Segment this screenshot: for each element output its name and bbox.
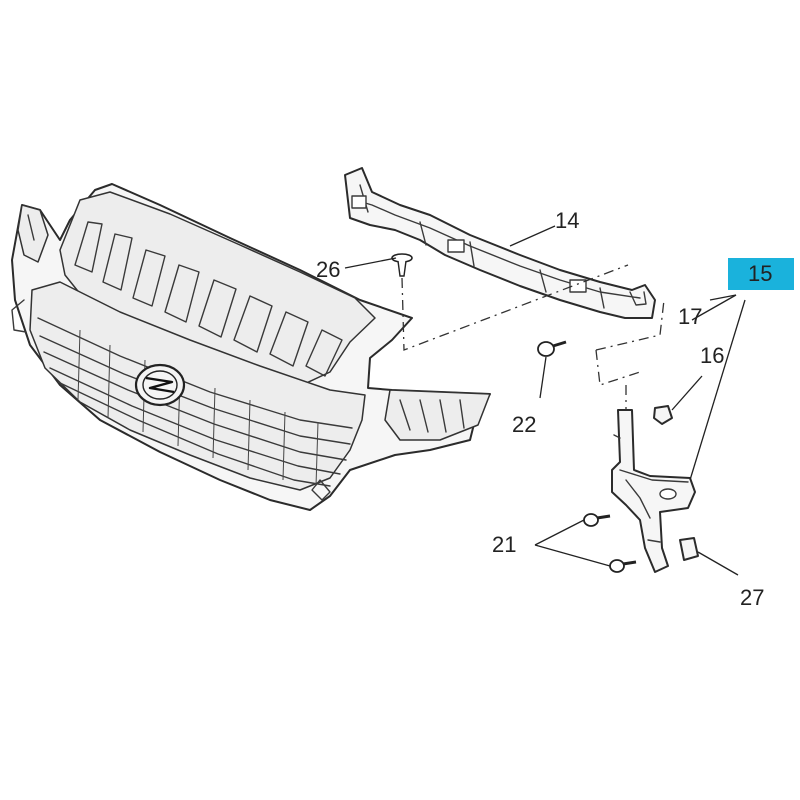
nut-icon: [679, 537, 699, 561]
assembly-lines: [401, 264, 665, 410]
screw-21-upper[interactable]: [583, 513, 611, 527]
lightning-emblem-icon: [145, 376, 175, 394]
screws[interactable]: [537, 340, 637, 573]
screw-icon: [552, 340, 567, 348]
callout-27: 27: [740, 585, 764, 610]
screw-21-lower[interactable]: [609, 559, 637, 573]
screw-22[interactable]: [537, 340, 567, 357]
clip-icon: [653, 405, 673, 425]
leader-lines: [344, 225, 746, 576]
callout-14: 14: [555, 208, 579, 233]
callout-21: 21: [492, 532, 516, 557]
side-mounting-bracket[interactable]: [611, 409, 696, 573]
nut[interactable]: [679, 537, 699, 561]
callout-16: 16: [700, 343, 724, 368]
front-grille[interactable]: [11, 183, 491, 511]
clip[interactable]: [653, 405, 673, 425]
callout-26: 26: [316, 257, 340, 282]
callout-15: 15: [748, 261, 772, 286]
push-rivet[interactable]: [391, 253, 413, 277]
callouts: 14 15 16 17 21 22 26 27: [316, 208, 794, 610]
callout-17: 17: [678, 304, 702, 329]
brand-emblem[interactable]: [134, 363, 186, 407]
callout-15-highlight: [728, 258, 794, 290]
upper-support-bracket[interactable]: [344, 167, 656, 319]
callout-22: 22: [512, 412, 536, 437]
rivet-icon: [397, 260, 407, 277]
